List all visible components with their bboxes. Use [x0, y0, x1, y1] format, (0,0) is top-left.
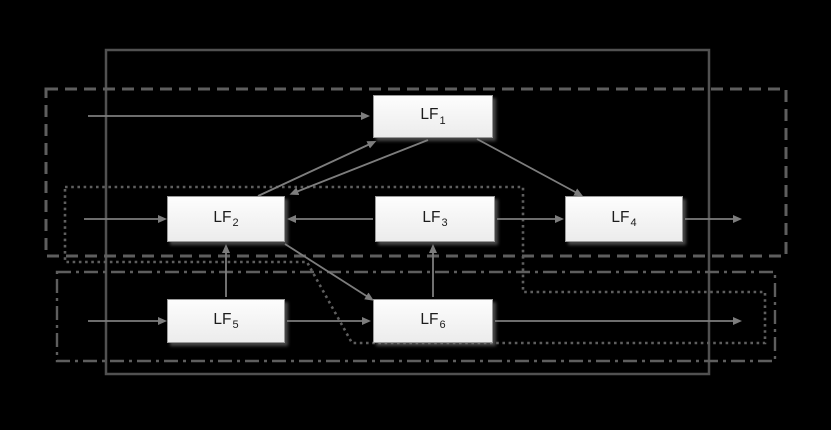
edge-lf2-lf6 [284, 243, 374, 301]
node-lf2: LF2 [167, 196, 285, 242]
node-lf2-label-text: LF [213, 208, 232, 226]
node-lf3: LF3 [375, 196, 495, 242]
node-lf1-label-text: LF [420, 106, 439, 124]
node-lf6-label: LF6 [420, 311, 445, 331]
cluster-dashdot-outline [55, 270, 777, 363]
edge-lf1-lf4 [476, 138, 584, 197]
node-lf2-subscript: 2 [232, 217, 239, 230]
node-lf4-label-text: LF [611, 208, 630, 226]
edge-lf1-lf2 [289, 139, 429, 195]
node-lf4: LF4 [565, 196, 683, 242]
node-lf6-subscript: 6 [439, 319, 446, 332]
node-lf6: LF6 [373, 299, 493, 343]
system-boundary-outline [104, 48, 711, 376]
node-lf5: LF5 [167, 299, 285, 343]
node-lf2-label: LF2 [213, 209, 238, 229]
node-lf4-subscript: 4 [630, 217, 637, 230]
node-lf1: LF1 [373, 95, 493, 138]
node-lf3-subscript: 3 [441, 217, 448, 230]
edges-group [84, 112, 742, 325]
node-lf5-label: LF5 [213, 311, 238, 331]
node-lf5-subscript: 5 [232, 319, 239, 332]
node-lf6-label-text: LF [420, 310, 439, 328]
cluster-dotted-outline [63, 185, 767, 345]
node-lf4-label: LF4 [611, 209, 636, 229]
node-lf3-label: LF3 [422, 209, 447, 229]
node-lf5-label-text: LF [213, 310, 232, 328]
node-lf1-label: LF1 [420, 106, 445, 126]
cluster-dashed-outline [44, 87, 788, 258]
edge-lf2-lf1 [257, 141, 377, 197]
node-lf1-subscript: 1 [439, 114, 446, 127]
node-lf3-label-text: LF [422, 208, 441, 226]
